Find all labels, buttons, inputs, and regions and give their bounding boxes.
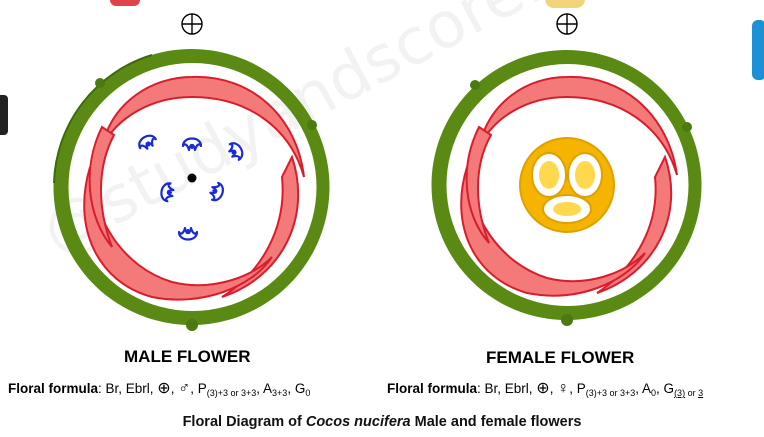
male-floral-formula: Floral formula: Br, Ebrl, ⊕, ♂, P(3)+3 o… [8, 378, 310, 398]
female-formula-part: , A [635, 381, 651, 396]
male-androecium-count: 3+3 [272, 388, 287, 398]
male-stamen-4 [160, 182, 174, 202]
male-sex-symbol: ♂ [178, 380, 190, 397]
male-formula-part: : Br, Ebrl, [98, 381, 157, 396]
female-formula-lead: Floral formula [387, 381, 477, 396]
female-formula-part: : Br, Ebrl, [477, 381, 536, 396]
female-formula-part: , G [656, 381, 674, 396]
male-formula-part: , G [287, 381, 305, 396]
male-stamen-6 [179, 228, 197, 240]
male-flower-diagram [53, 14, 329, 331]
male-stamen-3 [226, 140, 245, 161]
male-formula-part: , P [190, 381, 207, 396]
female-flower-title: FEMALE FLOWER [486, 348, 634, 368]
caption-species: Cocos nucifera [306, 414, 411, 430]
caption-suffix: Male and female flowers [411, 414, 582, 430]
male-stamen-5 [208, 181, 225, 202]
male-gynoecium-count: 0 [305, 388, 310, 398]
male-perianth [84, 77, 304, 300]
female-gynoecium-syncarpous: (3) [674, 388, 685, 398]
male-formula-lead: Floral formula [8, 381, 98, 396]
female-actino-symbol: ⊕ [536, 380, 549, 397]
figure-caption: Floral Diagram of Cocos nucifera Male an… [0, 414, 764, 430]
female-actinomorphic-symbol [557, 14, 577, 34]
female-ovary [520, 138, 614, 232]
female-sex-symbol: ♀ [557, 380, 569, 397]
female-perianth-count: (3)+3 or 3+3 [586, 388, 636, 398]
female-flower-diagram [432, 14, 702, 326]
male-actino-symbol: ⊕ [157, 380, 170, 397]
female-gynoecium-apocarpous: 3 [698, 388, 703, 398]
male-stamen-2 [183, 139, 201, 151]
female-gynoecium-count: (3) or 3 [674, 388, 703, 398]
male-actinomorphic-symbol [182, 14, 202, 34]
male-formula-part: , A [256, 381, 272, 396]
caption-prefix: Floral Diagram of [183, 414, 306, 430]
male-pistillode [188, 174, 197, 183]
male-stamen-1 [136, 133, 157, 152]
male-perianth-count: (3)+3 or 3+3 [207, 388, 257, 398]
female-floral-formula: Floral formula: Br, Ebrl, ⊕, ♀, P(3)+3 o… [387, 378, 703, 398]
female-formula-part: , P [569, 381, 586, 396]
male-flower-title: MALE FLOWER [124, 347, 251, 367]
female-formula-part: or [685, 388, 698, 398]
